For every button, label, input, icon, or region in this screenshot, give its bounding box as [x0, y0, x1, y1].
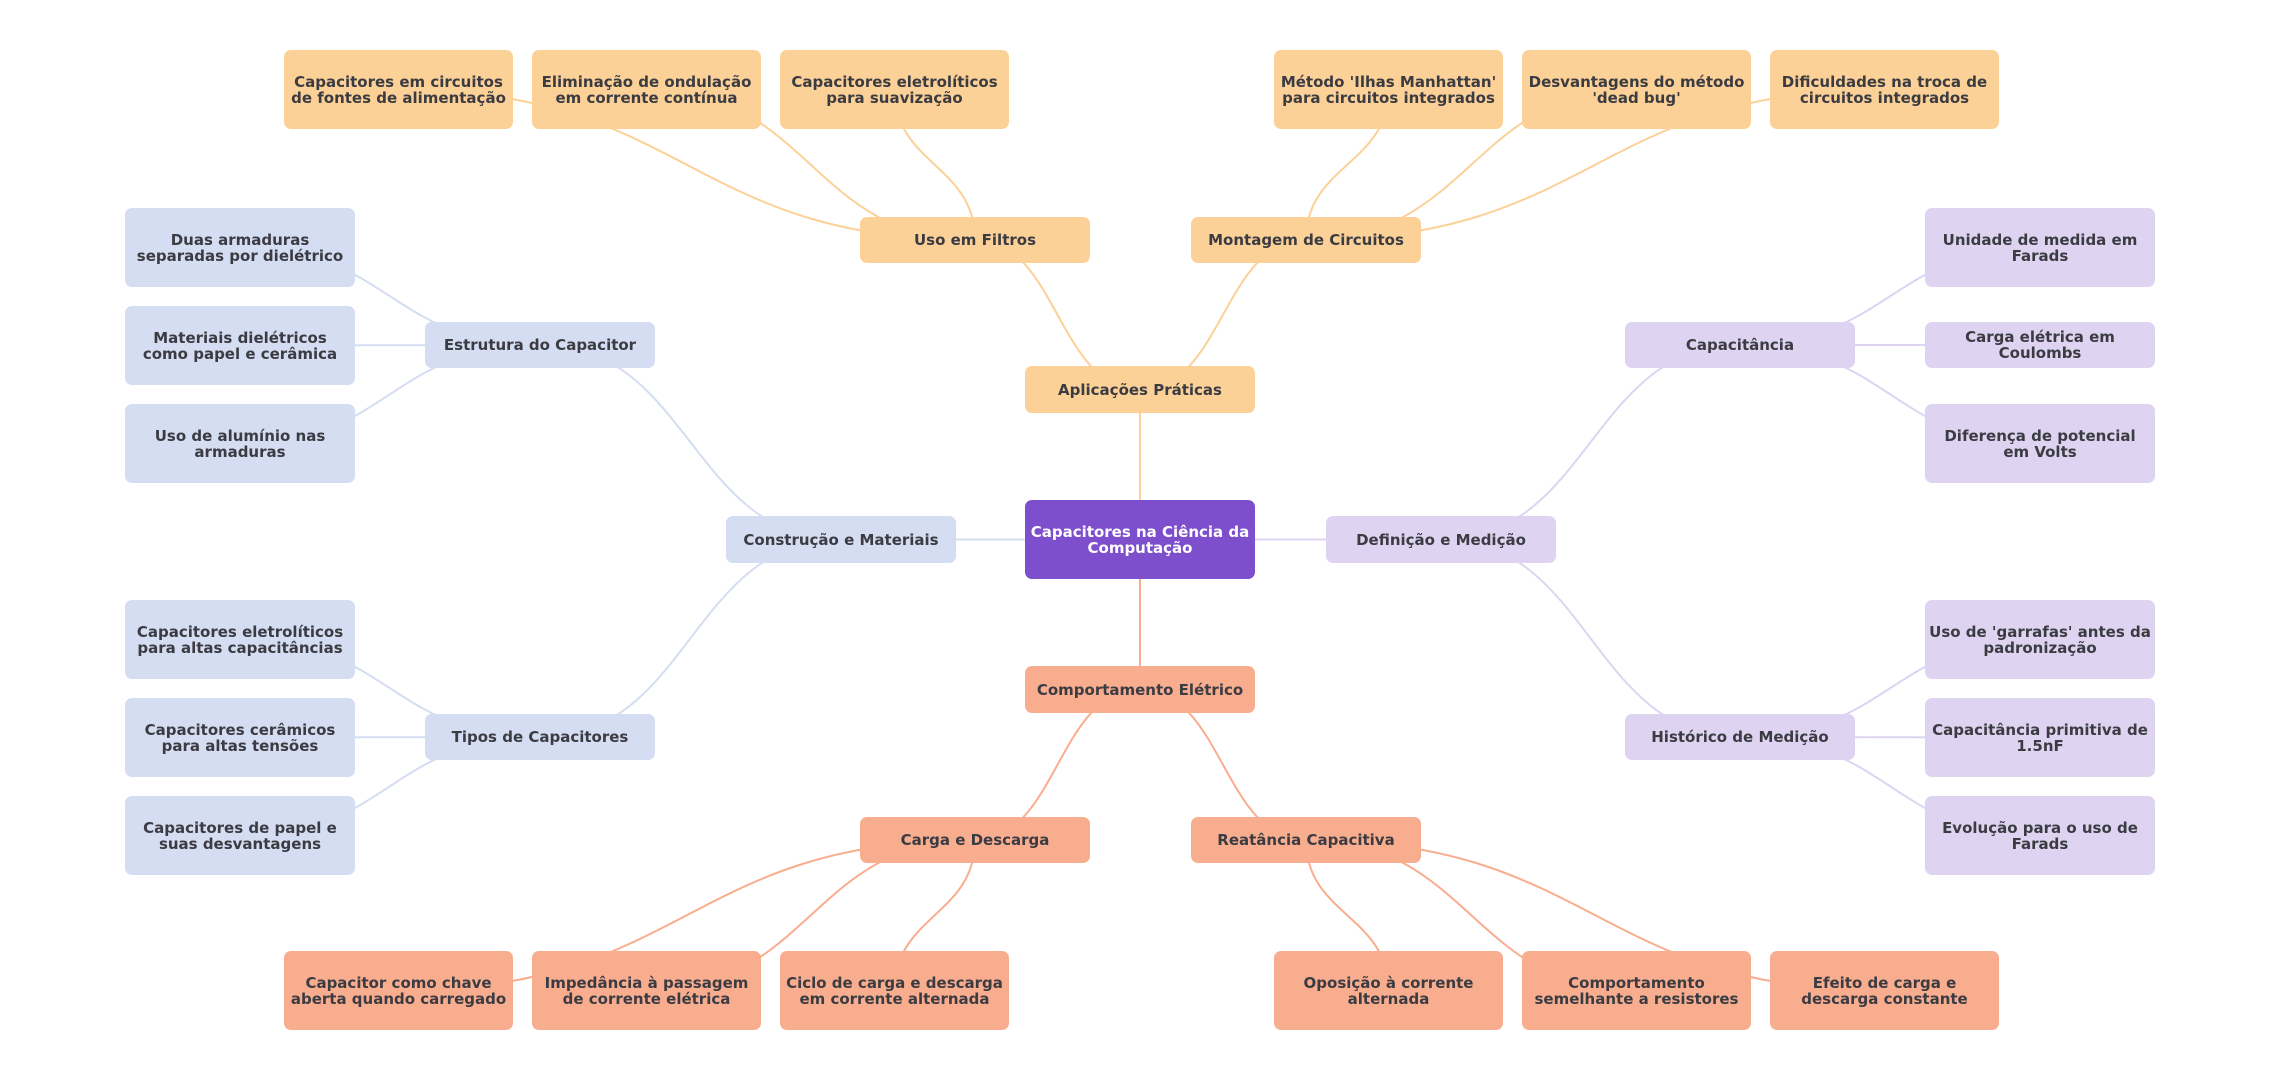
topic-node-capacitancia[interactable]: Capacitância: [1625, 322, 1855, 368]
leaf-node[interactable]: Materiais dielétricos como papel e cerâm…: [125, 306, 355, 385]
connector-line: [1440, 538, 1741, 738]
leaf-label: Ciclo de carga e descarga em corrente al…: [786, 974, 1003, 1008]
leaf-node[interactable]: Uso de 'garrafas' antes da padronização: [1925, 600, 2155, 679]
leaf-label: Duas armaduras separadas por dielétrico: [136, 231, 344, 265]
leaf-node[interactable]: Capacitores eletrolíticos para altas cap…: [125, 600, 355, 679]
topic-label: Carga e Descarga: [900, 831, 1050, 849]
leaf-node[interactable]: Efeito de carga e descarga constante: [1770, 951, 1999, 1030]
leaf-node[interactable]: Comportamento semelhante a resistores: [1522, 951, 1751, 1030]
leaf-node[interactable]: Uso de alumínio nas armaduras: [125, 404, 355, 483]
topic-label: Capacitância: [1685, 336, 1795, 354]
leaf-node[interactable]: Capacitância primitiva de 1.5nF: [1925, 698, 2155, 777]
topic-node-historico-de-medicao[interactable]: Histórico de Medição: [1625, 714, 1855, 760]
leaf-node[interactable]: Capacitores cerâmicos para altas tensões: [125, 698, 355, 777]
leaf-node[interactable]: Impedância à passagem de corrente elétri…: [532, 951, 761, 1030]
leaf-node[interactable]: Método 'Ilhas Manhattan' para circuitos …: [1274, 50, 1503, 129]
leaf-node[interactable]: Desvantagens do método 'dead bug': [1522, 50, 1751, 129]
leaf-label: Uso de alumínio nas armaduras: [154, 427, 326, 461]
leaf-label: Diferença de potencial em Volts: [1944, 427, 2136, 461]
topic-node-carga-e-descarga[interactable]: Carga e Descarga: [860, 817, 1090, 863]
leaf-label: Eliminação de ondulação em corrente cont…: [541, 73, 752, 107]
branch-node-definicao-e-medicao[interactable]: Definição e Medição: [1326, 516, 1556, 563]
connector-line: [539, 538, 842, 738]
leaf-label: Capacitor como chave aberta quando carre…: [290, 974, 507, 1008]
leaf-node[interactable]: Unidade de medida em Farads: [1925, 208, 2155, 287]
leaf-label: Impedância à passagem de corrente elétri…: [544, 974, 749, 1008]
branch-label: Comportamento Elétrico: [1036, 680, 1244, 699]
branch-node-comportamento-eletrico[interactable]: Comportamento Elétrico: [1025, 666, 1255, 713]
leaf-label: Materiais dielétricos como papel e cerâm…: [142, 329, 338, 363]
topic-node-montagem-de-circuitos[interactable]: Montagem de Circuitos: [1191, 217, 1421, 263]
branch-label: Construção e Materiais: [743, 530, 939, 549]
leaf-label: Unidade de medida em Farads: [1942, 231, 2138, 265]
leaf-node[interactable]: Dificuldades na troca de circuitos integ…: [1770, 50, 1999, 129]
branch-label: Aplicações Práticas: [1058, 380, 1222, 399]
leaf-node[interactable]: Eliminação de ondulação em corrente cont…: [532, 50, 761, 129]
branch-label: Definição e Medição: [1356, 530, 1526, 549]
leaf-label: Método 'Ilhas Manhattan' para circuitos …: [1280, 73, 1497, 107]
leaf-node[interactable]: Capacitores em circuitos de fontes de al…: [284, 50, 513, 129]
branch-node-construcao-e-materiais[interactable]: Construção e Materiais: [726, 516, 956, 563]
topic-node-estrutura-do-capacitor[interactable]: Estrutura do Capacitor: [425, 322, 655, 368]
leaf-label: Capacitores de papel e suas desvantagens: [143, 819, 337, 853]
connector-line: [1440, 344, 1741, 541]
leaf-node[interactable]: Evolução para o uso de Farads: [1925, 796, 2155, 875]
leaf-label: Evolução para o uso de Farads: [1942, 819, 2138, 853]
leaf-node[interactable]: Oposição à corrente alternada: [1274, 951, 1503, 1030]
leaf-node[interactable]: Diferença de potencial em Volts: [1925, 404, 2155, 483]
topic-node-tipos-de-capacitores[interactable]: Tipos de Capacitores: [425, 714, 655, 760]
leaf-node[interactable]: Carga elétrica em Coulombs: [1925, 322, 2155, 368]
topic-label: Histórico de Medição: [1651, 728, 1829, 746]
leaf-label: Dificuldades na troca de circuitos integ…: [1781, 73, 1988, 107]
topic-node-uso-em-filtros[interactable]: Uso em Filtros: [860, 217, 1090, 263]
leaf-label: Efeito de carga e descarga constante: [1801, 974, 1968, 1008]
topic-label: Uso em Filtros: [914, 231, 1036, 249]
leaf-label: Carga elétrica em Coulombs: [1965, 328, 2115, 362]
topic-label: Montagem de Circuitos: [1208, 231, 1404, 249]
topic-node-reatancia-capacitiva[interactable]: Reatância Capacitiva: [1191, 817, 1421, 863]
leaf-node[interactable]: Capacitores de papel e suas desvantagens: [125, 796, 355, 875]
leaf-label: Uso de 'garrafas' antes da padronização: [1929, 623, 2151, 657]
leaf-label: Oposição à corrente alternada: [1303, 974, 1474, 1008]
root-node-label: Capacitores na Ciência da Computação: [1030, 522, 1250, 557]
topic-label: Estrutura do Capacitor: [443, 336, 637, 354]
branch-node-aplicacoes-praticas[interactable]: Aplicações Práticas: [1025, 366, 1255, 413]
leaf-label: Comportamento semelhante a resistores: [1534, 974, 1739, 1008]
leaf-node[interactable]: Ciclo de carga e descarga em corrente al…: [780, 951, 1009, 1030]
leaf-node[interactable]: Duas armaduras separadas por dielétrico: [125, 208, 355, 287]
leaf-label: Capacitores em circuitos de fontes de al…: [291, 73, 506, 107]
leaf-node[interactable]: Capacitores eletrolíticos para suavizaçã…: [780, 50, 1009, 129]
topic-label: Reatância Capacitiva: [1217, 831, 1395, 849]
root-node[interactable]: Capacitores na Ciência da Computação: [1025, 500, 1255, 579]
leaf-label: Capacitores eletrolíticos para altas cap…: [136, 623, 344, 657]
leaf-label: Capacitância primitiva de 1.5nF: [1932, 721, 2148, 755]
leaf-label: Desvantagens do método 'dead bug': [1528, 73, 1745, 107]
connector-line: [539, 344, 842, 541]
leaf-label: Capacitores cerâmicos para altas tensões: [144, 721, 336, 755]
topic-label: Tipos de Capacitores: [451, 728, 629, 746]
leaf-node[interactable]: Capacitor como chave aberta quando carre…: [284, 951, 513, 1030]
leaf-label: Capacitores eletrolíticos para suavizaçã…: [791, 73, 998, 107]
